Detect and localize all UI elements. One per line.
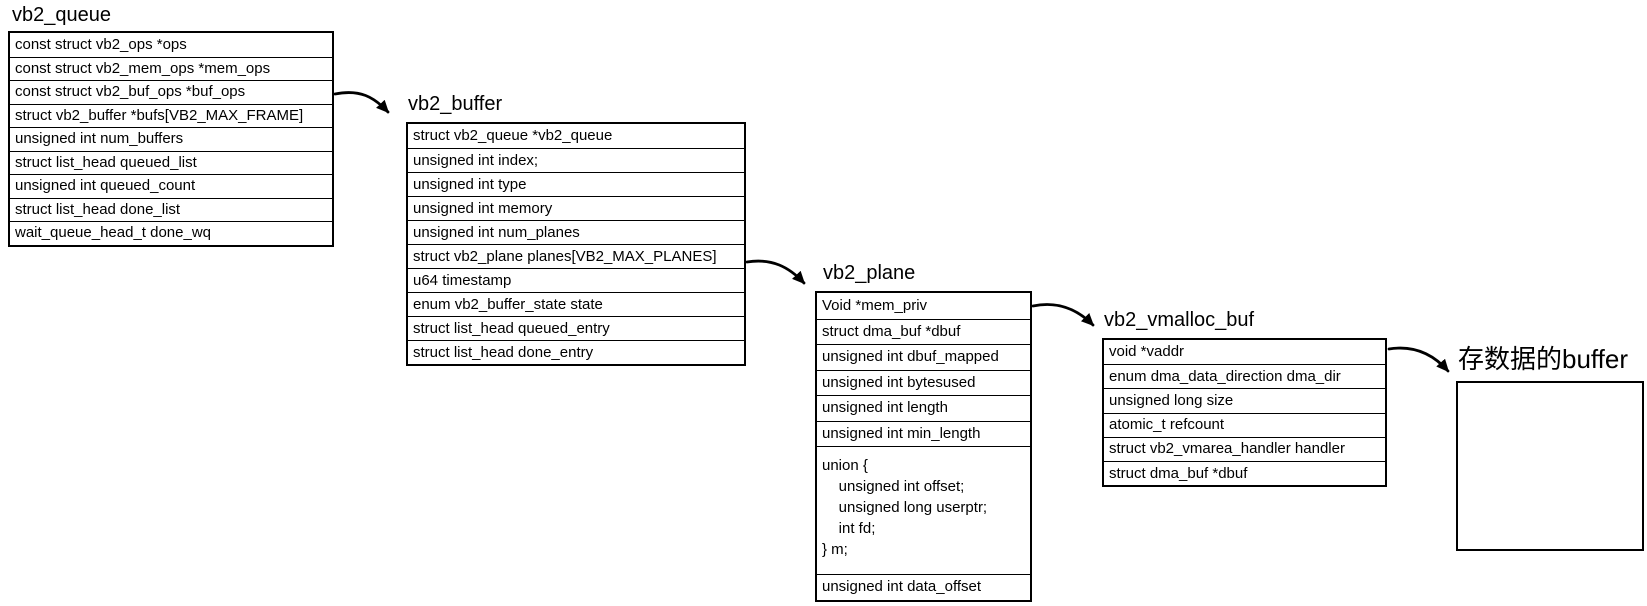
arrow-plane-to-vmalloc-icon	[1031, 303, 1095, 327]
struct-field-row: struct list_head done_list	[10, 197, 332, 221]
struct-field-row: struct dma_buf *dbuf	[1104, 460, 1385, 486]
struct-field-row: unsigned long size	[1104, 388, 1385, 413]
struct-field-row: u64 timestamp	[408, 268, 744, 292]
struct-field-row: unsigned int index;	[408, 148, 744, 172]
struct-title-vb2-vmalloc-buf: vb2_vmalloc_buf	[1104, 309, 1255, 331]
struct-field-row: unsigned int min_length	[817, 420, 1030, 446]
struct-field-row: unsigned int data_offset	[817, 574, 1030, 600]
struct-field-row: unsigned int dbuf_mapped	[817, 344, 1030, 370]
struct-field-row: unsigned int num_planes	[408, 220, 744, 244]
struct-title-vb2-plane: vb2_plane	[823, 262, 916, 284]
struct-field-row: unsigned int type	[408, 172, 744, 196]
struct-field-row: struct dma_buf *dbuf	[817, 318, 1030, 344]
struct-field-row: struct list_head done_entry	[408, 340, 744, 364]
struct-field-row: struct list_head queued_list	[10, 150, 332, 174]
struct-field-row: wait_queue_head_t done_wq	[10, 221, 332, 245]
struct-field-row: struct vb2_queue *vb2_queue	[408, 124, 744, 148]
struct-field-row: struct vb2_buffer *bufs[VB2_MAX_FRAME]	[10, 103, 332, 127]
struct-field-row: struct vb2_plane planes[VB2_MAX_PLANES]	[408, 244, 744, 268]
struct-field-row: unsigned int bytesused	[817, 369, 1030, 395]
struct-field-row: const struct vb2_buf_ops *buf_ops	[10, 80, 332, 104]
struct-field-row: enum dma_data_direction dma_dir	[1104, 364, 1385, 389]
struct-field-row: Void *mem_priv	[817, 293, 1030, 319]
data-buffer-box	[1456, 381, 1644, 551]
struct-field-row: unsigned int num_buffers	[10, 127, 332, 151]
struct-field-row: const struct vb2_mem_ops *mem_ops	[10, 56, 332, 80]
struct-field-row: atomic_t refcount	[1104, 412, 1385, 437]
struct-field-row: struct list_head queued_entry	[408, 316, 744, 340]
arrow-buffer-to-plane-icon	[745, 259, 806, 285]
struct-field-row: unsigned int memory	[408, 196, 744, 220]
struct-title-vb2-queue: vb2_queue	[12, 4, 111, 26]
struct-field-row: unsigned int length	[817, 395, 1030, 421]
struct-field-row: unsigned int queued_count	[10, 174, 332, 198]
struct-title-vb2-buffer: vb2_buffer	[408, 93, 503, 115]
struct-field-row: void *vaddr	[1104, 340, 1385, 365]
struct-field-row: enum vb2_buffer_state state	[408, 292, 744, 316]
arrow-queue-to-buffer-icon	[333, 91, 390, 114]
struct-title-data-buffer: 存数据的buffer	[1458, 344, 1629, 374]
struct-field-row: struct vb2_vmarea_handler handler	[1104, 436, 1385, 461]
struct-field-row: const struct vb2_ops *ops	[10, 33, 332, 57]
arrow-vmalloc-to-databuf-icon	[1387, 346, 1450, 373]
struct-field-row: union { unsigned int offset; unsigned lo…	[817, 446, 1030, 574]
